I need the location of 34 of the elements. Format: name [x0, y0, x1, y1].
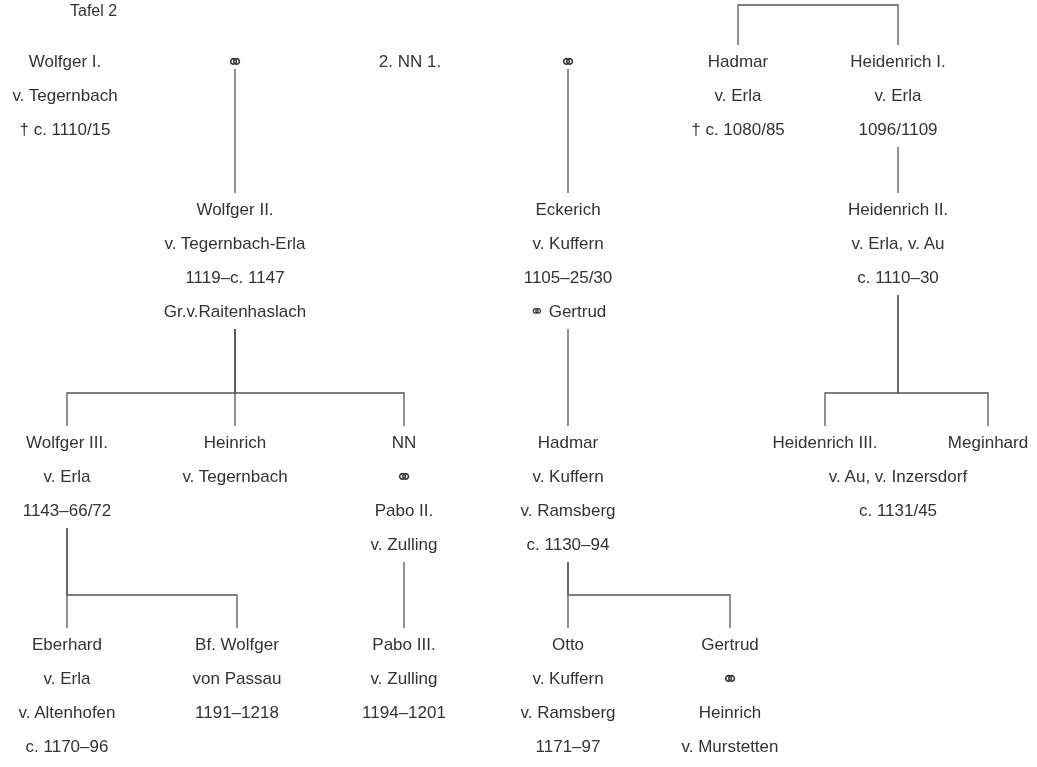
person-entry: Meginhard	[945, 426, 1031, 460]
person-entry: Wolfger I. v. Tegernbach † c. 1110/15	[10, 45, 120, 147]
person-entry: NN ⚭ Pabo II. v. Zulling	[368, 426, 440, 562]
person-entry: Wolfger III. v. Erla 1143–66/72	[20, 426, 114, 528]
person-entry: Heidenrich II. v. Erla, v. Au c. 1110–30	[845, 193, 951, 295]
person-entry: Heidenrich III.	[770, 426, 880, 460]
person-entry: Bf. Wolfger von Passau 1191–1218	[190, 628, 284, 730]
connector-line	[567, 561, 731, 629]
connector-line	[403, 561, 405, 629]
person-entry: Wolfger II. v. Tegernbach-Erla 1119–c. 1147 Gr.v.Raitenhaslach	[161, 193, 309, 329]
connector-line	[567, 68, 569, 194]
connector-line	[567, 328, 569, 427]
person-entry: Heidenrich I. v. Erla 1096/1109	[848, 45, 948, 147]
connector-line	[897, 146, 899, 194]
person-entry: Gertrud ⚭ Heinrich v. Murstetten	[679, 628, 781, 764]
plate-title: Tafel 2	[70, 2, 118, 20]
person-entry: Hadmar v. Kuffern v. Ramsberg c. 1130–94	[518, 426, 618, 562]
person-entry: Heinrich v. Tegernbach	[180, 426, 290, 494]
person-entry: Hadmar v. Erla † c. 1080/85	[689, 45, 787, 147]
connector-line	[234, 68, 236, 194]
person-entry: Eckerich v. Kuffern 1105–25/30 ⚭ Gertrud	[521, 193, 615, 329]
connector-line	[66, 527, 238, 629]
marriage-symbol: ⚭	[224, 45, 246, 79]
person-entry: 2. NN 1.	[376, 45, 444, 79]
marriage-symbol: ⚭	[557, 45, 579, 79]
person-entry: Otto v. Kuffern v. Ramsberg 1171–97	[518, 628, 618, 764]
entry-text: v. Au, v. Inzersdorf	[828, 466, 968, 488]
connector-line	[897, 294, 989, 427]
connector-line	[737, 4, 819, 46]
person-entry: Eberhard v. Erla v. Altenhofen c. 1170–96	[16, 628, 118, 764]
person-entry: Pabo III. v. Zulling 1194–1201	[360, 628, 448, 730]
connector-line	[817, 4, 899, 46]
entry-text: c. 1131/45	[858, 500, 938, 522]
connector-line	[234, 328, 405, 427]
